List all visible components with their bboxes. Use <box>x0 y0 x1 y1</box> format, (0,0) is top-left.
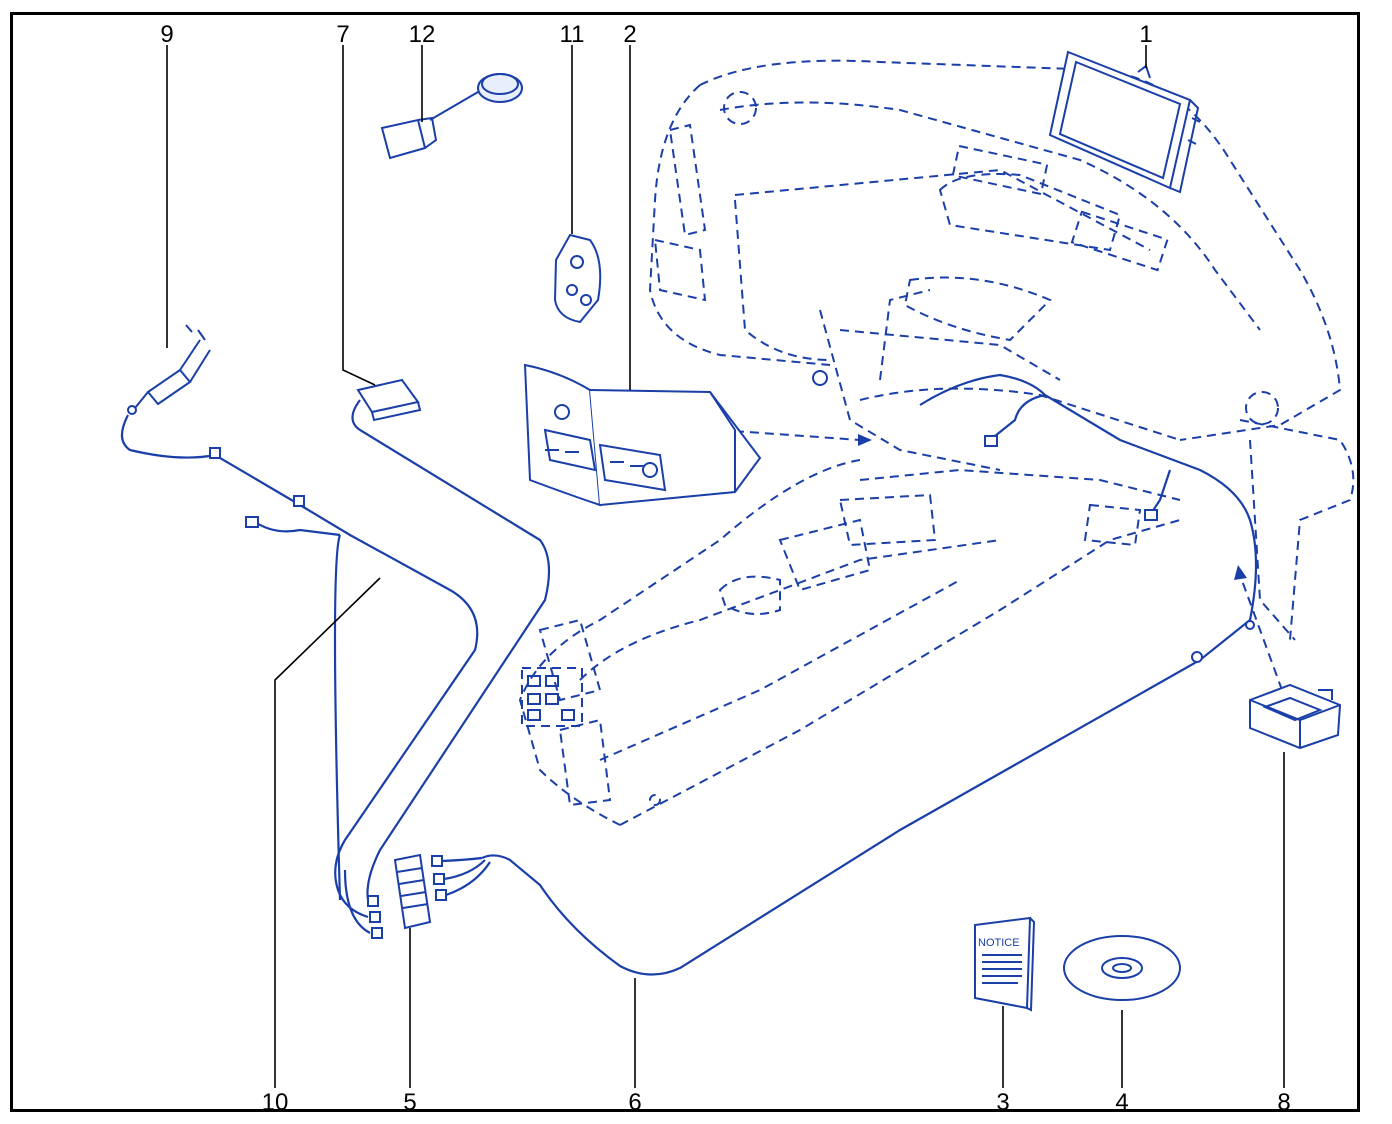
callout-11: 11 <box>560 21 585 48</box>
notice-label: NOTICE <box>978 937 1020 949</box>
callout-12: 12 <box>409 21 436 48</box>
radio-head-unit <box>523 363 762 507</box>
callout-7: 7 <box>336 21 349 48</box>
notice-booklet <box>974 916 1036 1012</box>
callout-4: 4 <box>1115 1089 1128 1116</box>
diagram-frame <box>10 12 1360 1112</box>
callout-9: 9 <box>160 21 173 48</box>
dashboard-outline <box>648 59 1355 641</box>
microphone <box>380 73 523 160</box>
leader-lines <box>166 45 1285 1088</box>
console-switch-block <box>521 667 583 727</box>
callout-6: 6 <box>628 1089 641 1116</box>
callout-1: 1 <box>1139 21 1152 48</box>
callout-3: 3 <box>996 1089 1009 1116</box>
steering-remote <box>553 233 602 324</box>
dash-harness <box>481 373 1258 976</box>
callout-5: 5 <box>403 1089 416 1116</box>
display-screen <box>1048 50 1201 194</box>
callout-2: 2 <box>623 21 636 48</box>
callout-10: 10 <box>262 1089 289 1116</box>
usb-aux-unit <box>127 324 211 415</box>
center-console-outline <box>518 459 1181 826</box>
callout-8: 8 <box>1277 1089 1290 1116</box>
control-module <box>1249 683 1342 750</box>
antenna-cable <box>351 399 551 901</box>
connector-block <box>367 853 491 939</box>
cd-disc <box>1063 935 1181 1001</box>
gps-antenna <box>356 378 422 422</box>
microphone-harness <box>120 414 479 919</box>
